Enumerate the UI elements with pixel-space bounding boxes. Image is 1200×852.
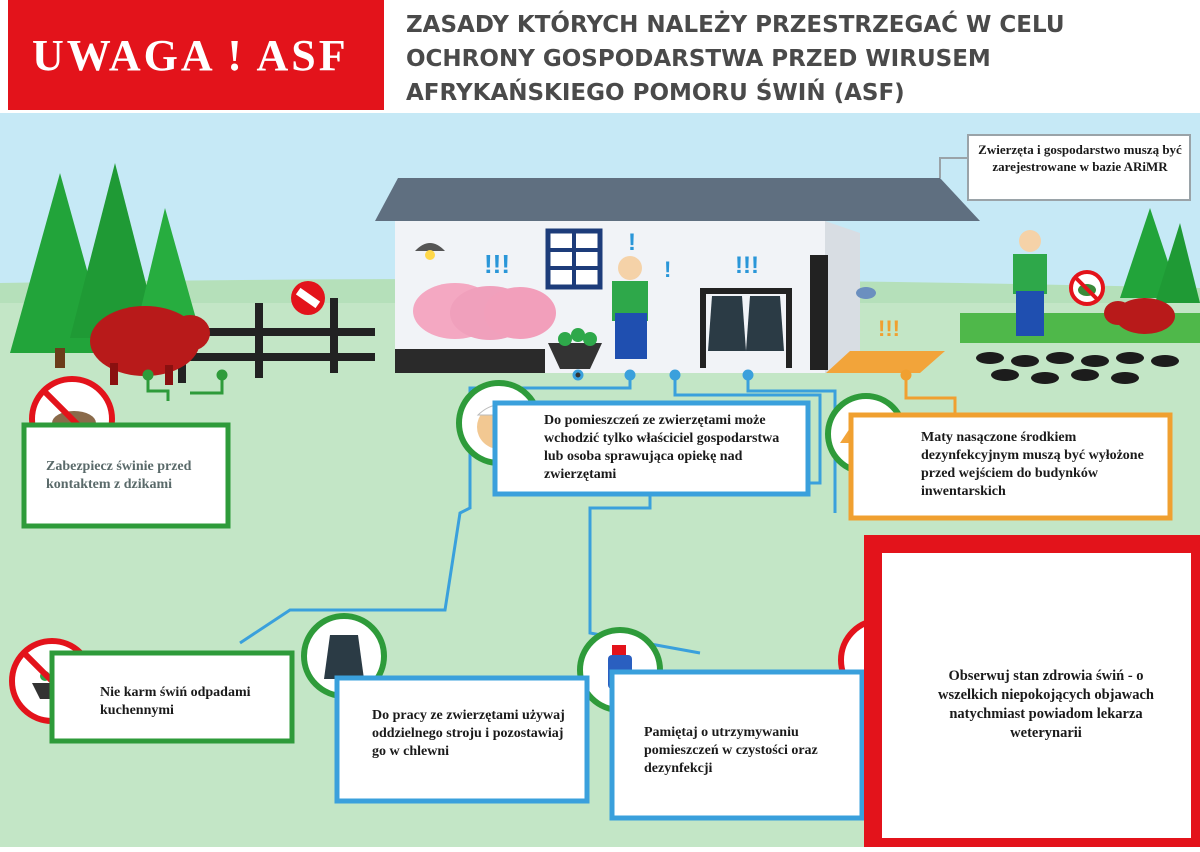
feeding-trough <box>548 328 602 369</box>
rule-cleaning-text: Pamiętaj o utrzymywaniu pomieszczeń w cz… <box>644 725 818 776</box>
rule-register-text: Zwierzęta i gospodarstwo muszą być zarej… <box>978 142 1182 174</box>
wild-boar <box>90 306 210 385</box>
rule-register: Zwierzęta i gospodarstwo muszą być zarej… <box>970 137 1190 199</box>
rule-wild-boar: Zabezpiecz świnie przed kontaktem z dzik… <box>38 452 218 542</box>
farm-illustration: !!! ! ! !!! !!! <box>0 113 1200 852</box>
wild-boar-right <box>1104 298 1175 334</box>
connector-lines-orange <box>900 369 957 418</box>
svg-text:!: ! <box>628 229 636 256</box>
trees-left <box>10 163 200 368</box>
farmer-right <box>1013 230 1047 336</box>
svg-text:!: ! <box>664 257 671 282</box>
svg-text:!!!: !!! <box>735 252 759 279</box>
farmer <box>612 256 648 359</box>
rule-wild-boar-text: Zabezpiecz świnie przed kontaktem z dzik… <box>46 459 192 492</box>
rule-cleaning: Pamiętaj o utrzymywaniu pomieszczeń w cz… <box>640 722 850 792</box>
no-entry-sign <box>291 281 325 315</box>
rule-health: Obserwuj stan zdrowia świń - o wszelkich… <box>926 665 1166 755</box>
clothes-rack <box>700 288 792 368</box>
rule-mats: Maty nasączone środkiem dezynfekcyjnym m… <box>915 425 1155 510</box>
svg-text:!!!: !!! <box>878 316 900 341</box>
rule-clothing-text: Do pracy ze zwierzętami używaj oddzielne… <box>372 708 565 759</box>
header-badge: UWAGA ! ASF <box>8 0 384 110</box>
stones <box>976 352 1179 384</box>
trees-right <box>1120 208 1200 303</box>
rule-access: Do pomieszczeń ze zwierzętami może wchod… <box>540 410 800 490</box>
pigs <box>413 283 556 340</box>
connector-lines-green <box>142 369 228 401</box>
bird <box>856 287 876 299</box>
rule-health-text: Obserwuj stan zdrowia świń - o wszelkich… <box>938 668 1154 741</box>
rule-mats-text: Maty nasączone środkiem dezynfekcyjnym m… <box>921 430 1144 499</box>
rule-clothing: Do pracy ze zwierzętami używaj oddzielne… <box>368 705 580 775</box>
header-badge-text: UWAGA ! ASF <box>32 31 349 80</box>
connector-lines-gray <box>939 157 970 178</box>
rule-food-text: Nie karm świń odpadami kuchennymi <box>100 685 251 718</box>
svg-text:!!!: !!! <box>484 249 510 279</box>
rule-food: Nie karm świń odpadami kuchennymi <box>96 682 286 732</box>
rule-access-text: Do pomieszczeń ze zwierzętami może wchod… <box>544 413 780 482</box>
no-boar-sign-small <box>1069 270 1105 306</box>
page-title: ZASADY KTÓRYCH NALEŻY PRZESTRZEGAĆ W CEL… <box>406 12 1065 106</box>
farm-scene: !!! ! ! !!! !!! <box>0 113 1200 852</box>
disinfection-mat: !!! <box>826 316 945 373</box>
